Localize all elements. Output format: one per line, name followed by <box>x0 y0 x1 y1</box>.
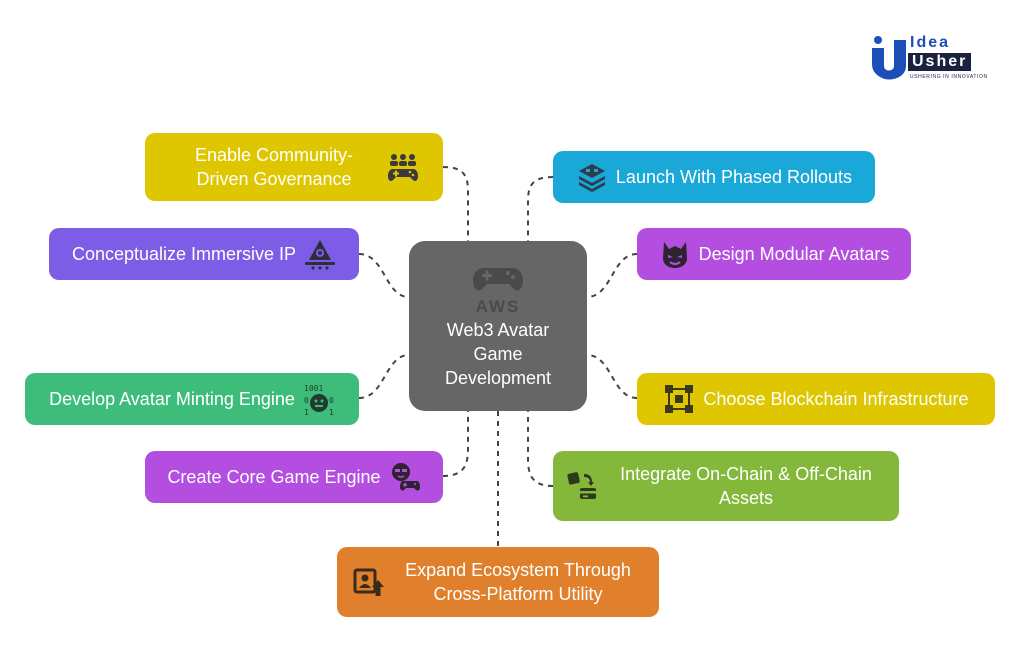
asset-transfer-icon <box>567 472 596 499</box>
node-ecosystem: Expand Ecosystem Through Cross-Platform … <box>337 547 659 617</box>
logo-word-2: Usher <box>908 53 972 71</box>
node-modular-avatars: Design Modular Avatars <box>637 228 911 280</box>
node-label: Launch With Phased Rollouts <box>615 167 853 187</box>
connector-blockchain <box>586 354 638 399</box>
node-game-engine: Create Core Game Engine <box>145 451 443 503</box>
node-immersive-ip: Conceptualize Immersive IP <box>49 228 359 280</box>
logo-tagline: USHERING IN INNOVATION <box>910 74 988 80</box>
node-label: Design Modular Avatars <box>698 244 890 264</box>
node-label: Conceptualize Immersive IP <box>71 244 297 264</box>
connector-modular-avatars <box>586 253 638 298</box>
connector-game-engine <box>442 411 469 477</box>
node-label: Choose Blockchain Infrastructure <box>703 389 969 409</box>
center-title: Web3 Avatar Game Development <box>444 320 552 388</box>
node-assets: Integrate On-Chain & Off-Chain Assets <box>553 451 899 521</box>
node-label: Expand Ecosystem Through Cross-Platform … <box>405 560 631 604</box>
layers-icon <box>578 164 605 192</box>
svg-text:0: 0 <box>329 396 334 405</box>
profile-upgrade-icon <box>353 568 384 596</box>
avatar-mask-icon <box>662 242 687 268</box>
gamer-controller-icon <box>391 463 420 491</box>
blockchain-nodes-icon <box>665 385 694 413</box>
svg-text:0: 0 <box>304 396 309 405</box>
connector-immersive-ip <box>358 253 410 298</box>
connector-governance <box>442 166 469 241</box>
community-gamepad-icon <box>388 154 418 181</box>
center-node: AWS Web3 Avatar Game Development <box>409 241 587 411</box>
aws-gamepad-icon: AWS <box>473 268 523 316</box>
connector-minting-engine <box>358 354 410 399</box>
node-governance: Enable Community-Driven Governance <box>145 133 443 201</box>
idea-usher-logo: Idea Usher USHERING IN INNOVATION <box>868 34 994 84</box>
node-label: Develop Avatar Minting Engine <box>49 389 295 409</box>
svg-text:1001: 1001 <box>304 384 323 393</box>
node-label: Integrate On-Chain & Off-Chain Assets <box>620 464 872 508</box>
binary-face-icon: 1001 1 1 0 0 <box>304 384 334 415</box>
node-phased-rollouts: Launch With Phased Rollouts <box>553 151 875 203</box>
idea-spark-icon <box>305 240 336 270</box>
svg-text:AWS: AWS <box>476 297 521 316</box>
connector-phased-rollouts <box>527 176 554 241</box>
logo-word-1: Idea <box>910 34 951 51</box>
connector-assets <box>527 411 554 487</box>
node-label: Create Core Game Engine <box>167 467 381 487</box>
node-label: Enable Community-Driven Governance <box>194 145 354 189</box>
svg-text:1: 1 <box>304 408 309 415</box>
svg-text:1: 1 <box>329 408 334 415</box>
node-minting-engine: Develop Avatar Minting Engine 1001 1 1 0… <box>25 373 359 425</box>
logo-mark-icon <box>872 36 906 80</box>
node-blockchain: Choose Blockchain Infrastructure <box>637 373 995 425</box>
